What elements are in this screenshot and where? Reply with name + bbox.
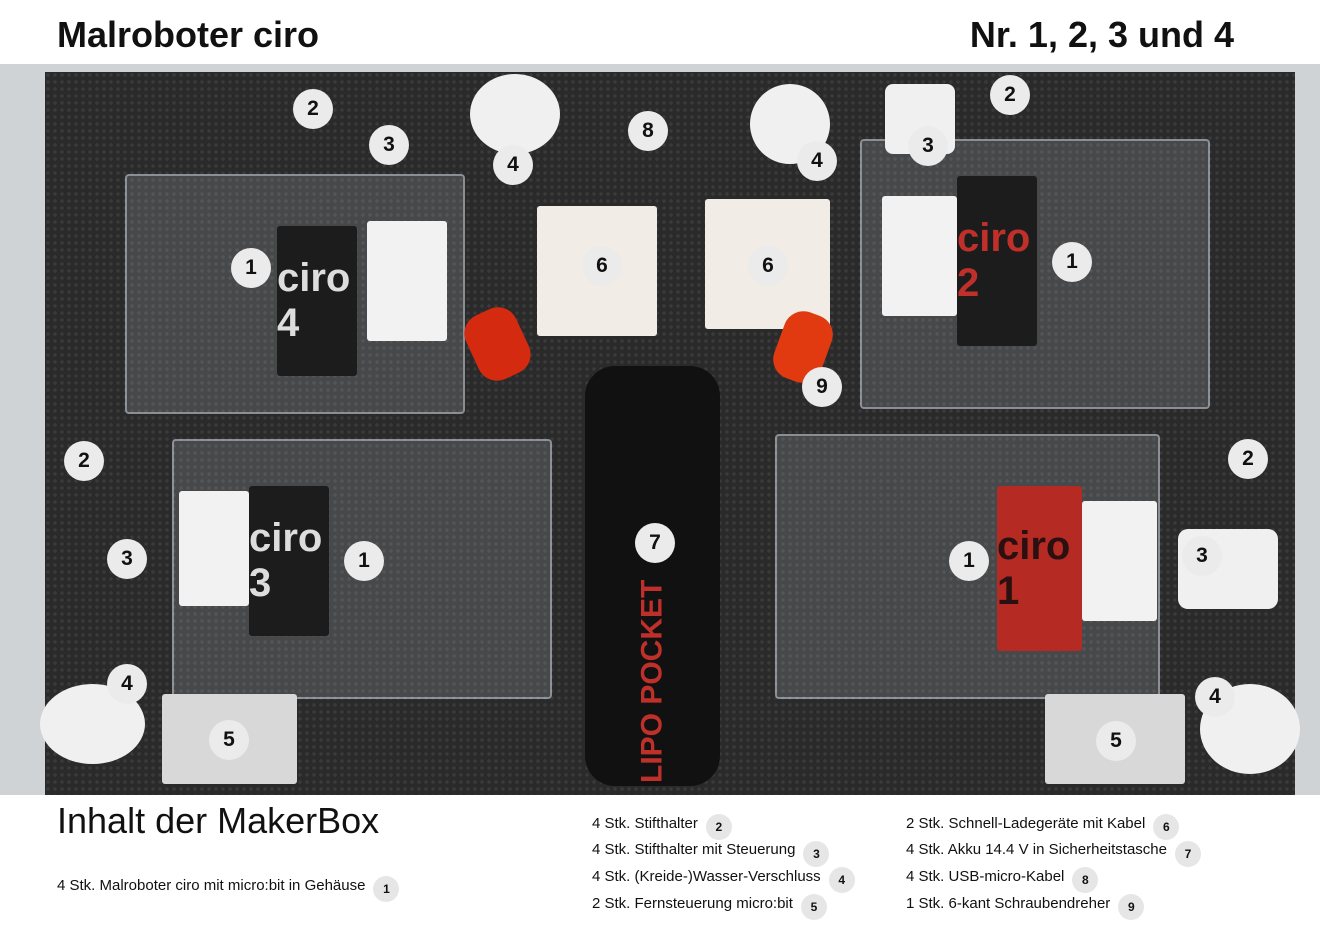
number-badge: 9 [802, 367, 842, 407]
number-badge: 1 [344, 541, 384, 581]
item-text: 4 Stk. Akku 14.4 V in Sicherheitstasche [906, 841, 1167, 859]
contents-item: 2 Stk. Schnell-Ladegeräte mit Kabel 6 [906, 806, 1180, 840]
robot-plate: ciro 3 [249, 486, 329, 636]
contents-item: 1 Stk. 6-kant Schraubendreher 9 [906, 886, 1145, 921]
robot-4: ciro 4 [125, 174, 465, 414]
robot-3: ciro 3 [172, 439, 552, 699]
number-badge: 1 [231, 248, 271, 288]
lipo-pocket-bag [585, 366, 720, 786]
robot-numbers: Nr. 1, 2, 3 und 4 [969, 14, 1234, 55]
number-badge: 5 [209, 720, 249, 760]
number-badge: 3 [1182, 536, 1222, 576]
number-badge: 2 [64, 441, 104, 481]
contents-heading: Inhalt der MakerBox [57, 800, 380, 841]
number-badge: 3 [803, 840, 830, 867]
item-text: 4 Stk. Stifthalter [592, 814, 698, 832]
contents-item: 4 Stk. Akku 14.4 V in Sicherheitstasche 7 [906, 833, 1201, 867]
number-badge: 6 [748, 246, 788, 286]
number-badge: 1 [1052, 242, 1092, 282]
microbit [1082, 501, 1157, 621]
lipo-pocket-label: LIPO POCKET [635, 579, 669, 784]
number-badge: 2 [990, 75, 1030, 115]
number-badge: 1 [373, 876, 400, 902]
number-badge: 7 [635, 523, 675, 563]
robot-plate: ciro 1 [997, 486, 1082, 651]
number-badge: 2 [1228, 439, 1268, 479]
contents-item: 4 Stk. USB-micro-Kabel 8 [906, 859, 1099, 894]
contents-item: 4 Stk. (Kreide-)Wasser-Verschluss 4 [592, 859, 855, 894]
number-badge: 2 [705, 814, 732, 840]
item-text: 4 Stk. Malroboter ciro mit micro:bit in … [57, 876, 366, 894]
number-badge: 8 [628, 111, 668, 151]
item-text: 2 Stk. Schnell-Ladegeräte mit Kabel [906, 814, 1146, 832]
number-badge: 4 [797, 141, 837, 181]
number-badge: 3 [369, 125, 409, 165]
number-badge: 2 [293, 89, 333, 129]
item-text: 2 Stk. Fernsteuerung micro:bit [592, 894, 793, 912]
number-badge: 6 [1153, 814, 1180, 840]
microbit [367, 221, 447, 341]
contents-item: 4 Stk. Stifthalter mit Steuerung 3 [592, 833, 830, 867]
number-badge: 4 [828, 867, 855, 894]
number-badge: 4 [107, 664, 147, 704]
robot-1: ciro 1 [775, 434, 1160, 699]
microbit [179, 491, 249, 606]
number-badge: 5 [800, 894, 827, 921]
number-badge: 8 [1072, 867, 1099, 894]
number-badge: 6 [582, 246, 622, 286]
number-badge: 4 [493, 145, 533, 185]
item-text: 4 Stk. Stifthalter mit Steuerung [592, 841, 796, 859]
number-badge: 3 [107, 539, 147, 579]
page-title: Malroboter ciro [57, 14, 320, 55]
makerbox-photo: ciro 4 ciro 2 ciro 3 ciro 1 LIPO POCKET … [0, 64, 1320, 795]
contents-item: 4 Stk. Malroboter ciro mit micro:bit in … [57, 868, 400, 902]
item-text: 4 Stk. (Kreide-)Wasser-Verschluss [592, 867, 821, 885]
item-text: 4 Stk. USB-micro-Kabel [906, 867, 1065, 885]
number-badge: 3 [908, 126, 948, 166]
water-cap [470, 74, 560, 154]
robot-2: ciro 2 [860, 139, 1210, 409]
number-badge: 5 [1096, 721, 1136, 761]
number-badge: 1 [949, 541, 989, 581]
number-badge: 9 [1118, 894, 1145, 921]
robot-plate: ciro 4 [277, 226, 357, 376]
robot-plate: ciro 2 [957, 176, 1037, 346]
microbit [882, 196, 957, 316]
number-badge: 4 [1195, 677, 1235, 717]
item-text: 1 Stk. 6-kant Schraubendreher [906, 894, 1111, 912]
contents-item: 2 Stk. Fernsteuerung micro:bit 5 [592, 886, 827, 921]
contents-item: 4 Stk. Stifthalter 2 [592, 806, 732, 840]
number-badge: 7 [1174, 840, 1201, 867]
